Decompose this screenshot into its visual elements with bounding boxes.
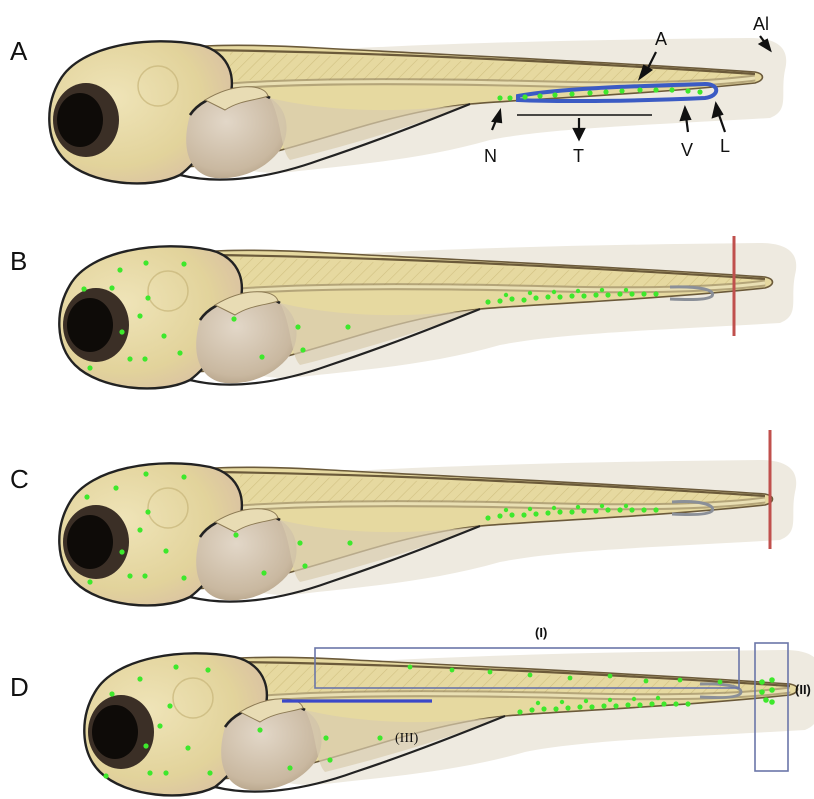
larva-b (59, 243, 796, 388)
label-vein: V (681, 140, 693, 160)
label-tail: T (573, 146, 584, 166)
region-one-label: (I) (535, 625, 547, 640)
panel-a: A (10, 14, 786, 183)
larva-a (49, 38, 786, 183)
panel-a-letter: A (10, 36, 28, 66)
region-two-label: (II) (795, 682, 811, 697)
label-lumen: L (720, 136, 730, 156)
panel-b-letter: B (10, 246, 27, 276)
panel-d-letter: D (10, 672, 29, 702)
label-notochord: N (484, 146, 497, 166)
larva-d (84, 650, 814, 795)
panel-b: B (10, 236, 796, 388)
label-anal: Al (753, 14, 769, 34)
panel-c-letter: C (10, 464, 29, 494)
label-anterior: A (655, 29, 667, 49)
larva-c (59, 460, 796, 605)
panel-d: D (I) (II) (10, 625, 814, 795)
panel-c: C (10, 430, 796, 605)
region-three-label: (III) (395, 731, 419, 746)
